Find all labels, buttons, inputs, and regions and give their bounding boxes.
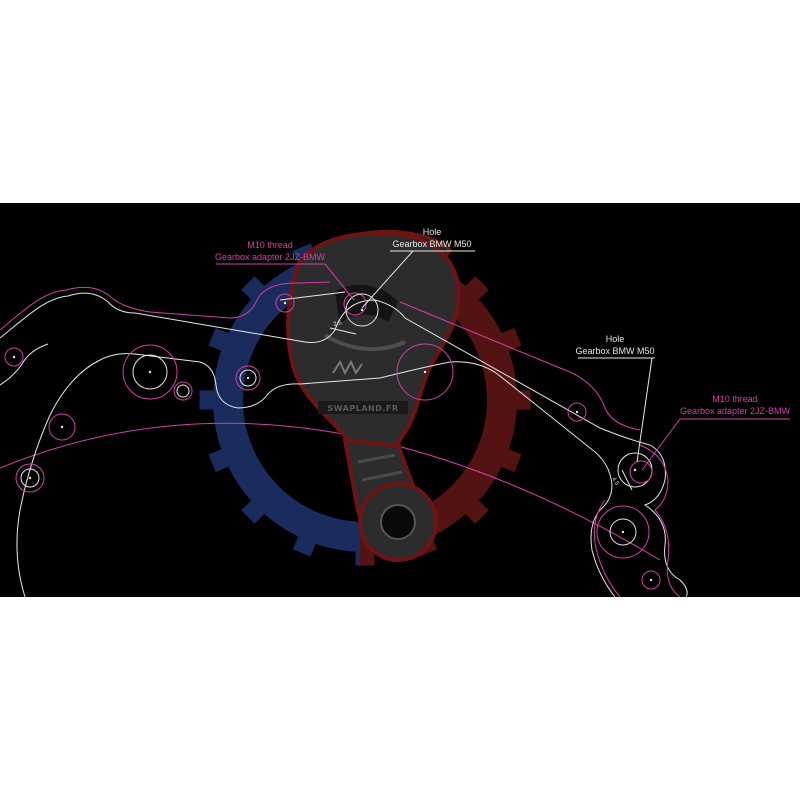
logo-band — [318, 401, 408, 414]
hole-circle — [235, 365, 261, 391]
helmet-cheek-line — [323, 333, 406, 352]
hole-center — [423, 370, 427, 374]
hole-circle — [396, 343, 454, 401]
thread-left-label: M10 thread — [247, 240, 293, 250]
thread-hole-right — [629, 460, 653, 484]
hole-center — [28, 476, 32, 480]
magenta-top-left — [0, 281, 331, 331]
thread-right-desc: Gearbox adapter 2JZ-BMW — [680, 406, 791, 416]
hole-circle — [641, 570, 661, 590]
hole-circle — [48, 413, 76, 441]
annotations: M10 thread Gearbox adapter 2JZ-BMW Hole … — [215, 227, 791, 487]
leader-hole-right — [578, 357, 655, 463]
hole-circle — [239, 369, 257, 387]
gearbox-outline — [0, 281, 681, 598]
helmet-zigzag — [332, 359, 363, 376]
hole-center — [60, 425, 64, 429]
leader-hole-left — [361, 250, 475, 309]
magenta-right-lobe — [639, 444, 681, 598]
hole-center — [649, 578, 653, 582]
helmet-logo: SWAPLAND.FR — [286, 229, 461, 562]
magenta-top-right — [399, 301, 641, 431]
leader-thread-left — [216, 263, 355, 301]
hole-right-label: Hole — [606, 334, 625, 344]
thread-left-desc: Gearbox adapter 2JZ-BMW — [215, 252, 326, 262]
dimension-left-value: 2.5 — [333, 320, 343, 328]
hole-circle — [176, 384, 190, 398]
outline-top-arm — [279, 291, 346, 301]
hole-circle — [567, 402, 587, 422]
hole-circle — [15, 463, 45, 493]
magenta-right-inner — [593, 499, 621, 598]
thread-right-label: M10 thread — [712, 394, 758, 404]
hole-circle — [596, 505, 650, 559]
rod-stripe — [357, 453, 403, 482]
hole-circle — [275, 293, 295, 313]
hole-center — [621, 530, 625, 534]
hole-circle — [4, 347, 24, 367]
adapter-outline — [0, 291, 688, 598]
dimension-line-left — [329, 327, 357, 335]
hole-circle — [132, 354, 168, 390]
bellhousing-arc — [0, 422, 661, 561]
hole-center — [633, 468, 637, 472]
holes — [4, 292, 661, 590]
hole-center — [246, 376, 250, 380]
hole-left-label: Hole — [423, 227, 442, 237]
gearbox-hole-left — [345, 293, 379, 327]
hole-left-desc: Gearbox BMW M50 — [392, 239, 471, 249]
leader-thread-right — [641, 418, 790, 471]
hole-right-desc: Gearbox BMW M50 — [575, 346, 654, 356]
hole-center — [283, 301, 287, 305]
outline-left-edge — [0, 343, 49, 386]
hole-center — [575, 410, 579, 414]
hole-center — [360, 308, 364, 312]
dimension-line-right — [621, 469, 633, 491]
logo-text: SWAPLAND.FR — [327, 404, 398, 413]
outline-top — [0, 292, 688, 598]
hole-circle — [122, 344, 178, 400]
outline-inner — [16, 353, 616, 598]
hole-center — [12, 355, 16, 359]
rod-big-end-hole — [380, 504, 416, 540]
dimension-right-value: 4.5 — [610, 476, 620, 487]
hole-center — [148, 370, 152, 374]
leader-lines — [216, 250, 790, 491]
hole-circle — [173, 381, 193, 401]
hole-circle — [609, 518, 637, 546]
hole-circle — [20, 468, 40, 488]
